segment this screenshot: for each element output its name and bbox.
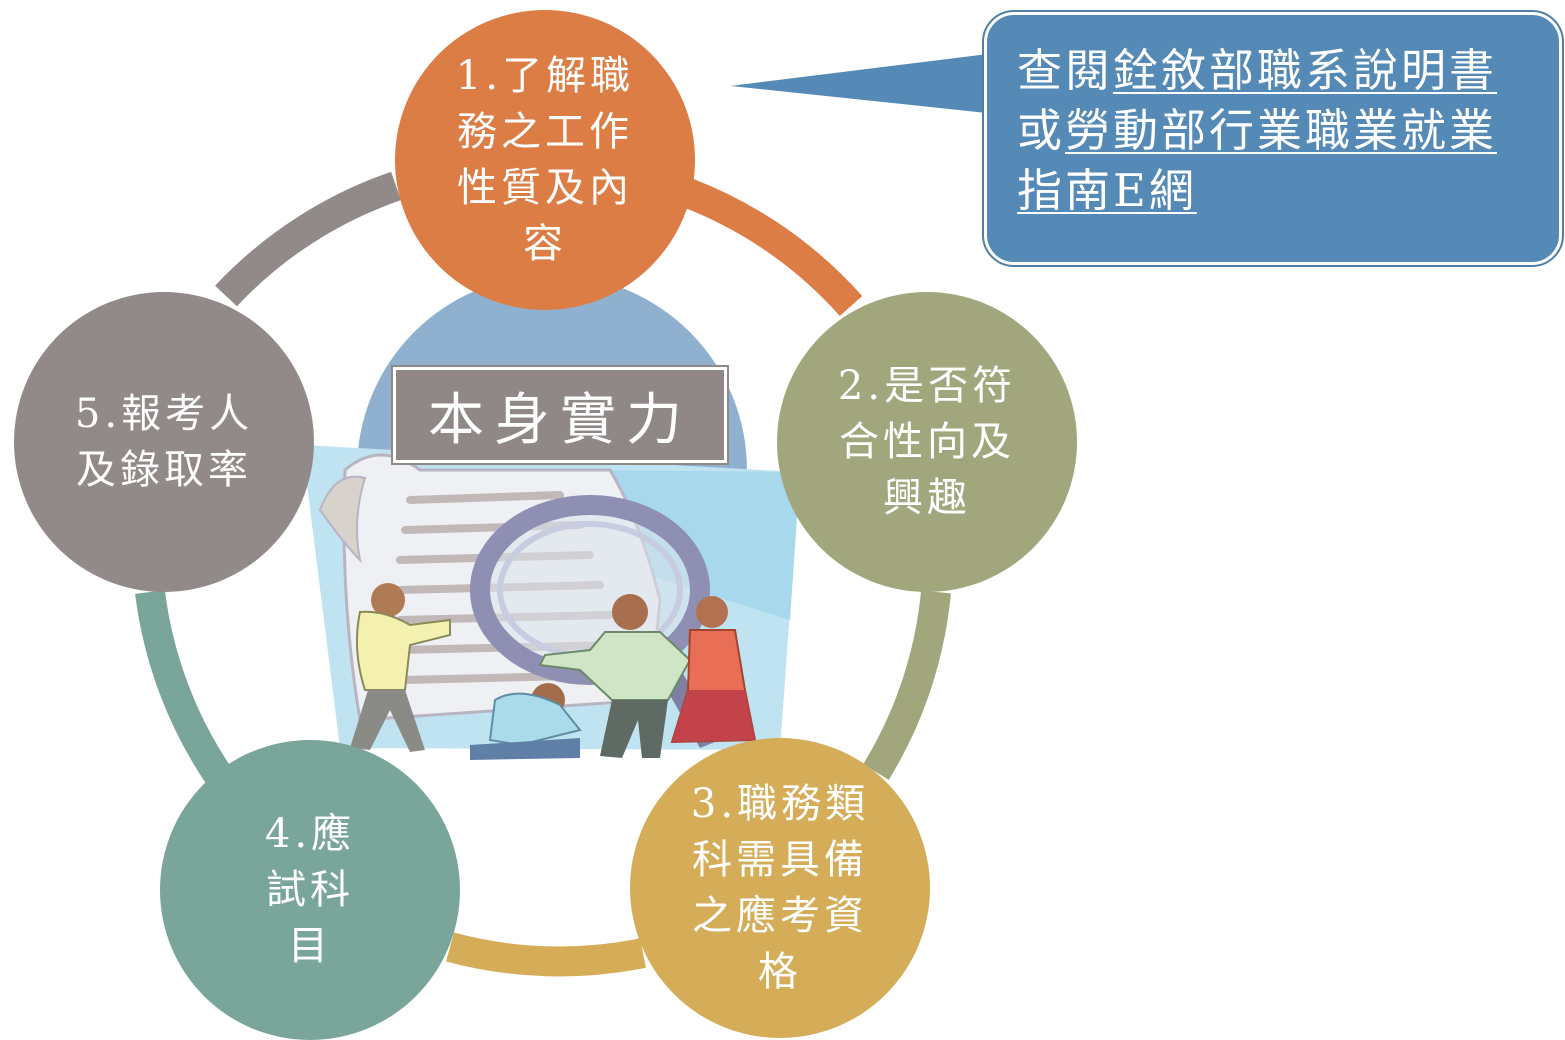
callout-prefix-1: 查閱 [1017, 44, 1114, 97]
step-1-label: 1.了解職務之工作性質及內容 [455, 53, 635, 267]
step-2-label: 2.是否符合性向及興趣 [837, 363, 1017, 521]
step-3-label: 3.職務類科需具備之應考資格 [690, 781, 870, 995]
link-e-network[interactable]: 指南E網 [1017, 164, 1197, 217]
step-4-label: 4.應試科目 [264, 811, 356, 969]
people-examining-document-with-magnifier-illustration [302, 445, 800, 760]
center-title: 本身實力 [428, 387, 692, 453]
ring-arc-4-5 [135, 590, 232, 785]
step-1-circle: 1.了解職務之工作性質及內容 [395, 10, 695, 310]
ring-arc-3-4 [446, 932, 646, 977]
link-civil-service-job-manual[interactable]: 銓敘部職系說明書 [1113, 44, 1498, 97]
callout-pointer [721, 50, 997, 117]
step-4-circle: 4.應試科目 [160, 740, 460, 1040]
callout-box: 查閱銓敘部職系說明書 或勞動部行業職業就業 指南E網 [982, 10, 1564, 267]
callout-line-3: 指南E網 [1017, 161, 1549, 221]
step-5-circle: 5.報考人及錄取率 [14, 292, 314, 592]
step-3-circle: 3.職務類科需具備之應考資格 [630, 738, 930, 1038]
callout-prefix-2: 或 [1017, 104, 1066, 157]
ring-arc-1-2 [682, 179, 863, 317]
center-title-box: 本身實力 [391, 365, 729, 465]
link-labor-ministry-guide[interactable]: 勞動部行業職業就業 [1065, 104, 1498, 157]
step-2-circle: 2.是否符合性向及興趣 [777, 292, 1077, 592]
ring-arc-5-1 [215, 171, 401, 307]
ring-arc-2-3 [863, 590, 951, 780]
callout-line-1: 查閱銓敘部職系說明書 [1017, 41, 1549, 101]
step-5-label: 5.報考人及錄取率 [74, 391, 254, 493]
cycle-ring [135, 171, 951, 977]
callout-line-2: 或勞動部行業職業就業 [1017, 101, 1549, 161]
